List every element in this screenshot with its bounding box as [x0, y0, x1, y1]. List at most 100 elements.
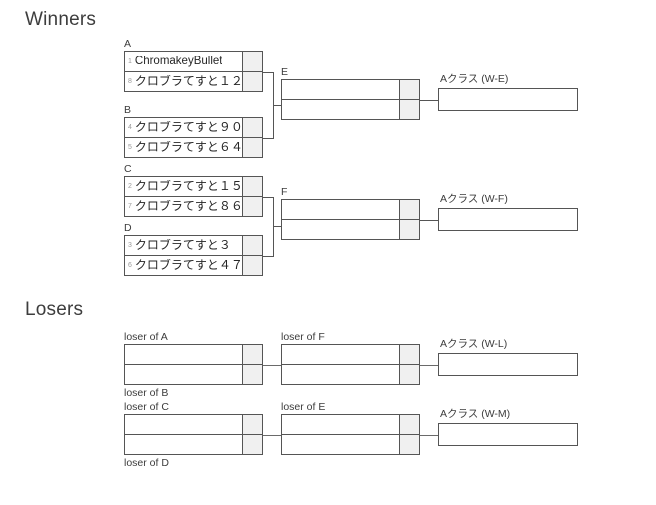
player-name: クロブラてすと８６	[134, 200, 242, 213]
match-e-slot-2-score[interactable]	[399, 99, 419, 119]
seed-number: 3	[128, 241, 132, 249]
match-b-slot-2[interactable]: 5 クロブラてすと６４	[125, 137, 262, 158]
losers-match-2-slot-2-score[interactable]	[242, 434, 262, 454]
player-name: ChromakeyBullet	[134, 55, 223, 67]
match-a-slot-1[interactable]: 1 ChromakeyBullet	[125, 52, 262, 72]
seed-number: 6	[128, 261, 132, 269]
losers-match-2-slot-2-name-cell	[125, 435, 242, 455]
losers-label-loser-of-d: loser of D	[124, 457, 169, 469]
match-a-slot-2-score[interactable]	[242, 71, 262, 91]
losers-match-1-slot-1-name-cell	[125, 345, 242, 364]
match-e-slot-1-name-cell	[282, 80, 399, 99]
match-e[interactable]	[281, 79, 420, 120]
connector-f-to-final	[420, 219, 438, 221]
final-box-w-f[interactable]	[438, 208, 578, 231]
final-box-w-m[interactable]	[438, 423, 578, 446]
losers-match-3-slot-1-score[interactable]	[399, 345, 419, 364]
player-name: クロブラてすと１２	[134, 75, 242, 88]
losers-match-4-slot-2[interactable]	[282, 434, 419, 454]
match-b-slot-2-name-cell: 5 クロブラてすと６４	[125, 138, 242, 158]
match-e-slot-2[interactable]	[282, 99, 419, 120]
match-a-slot-1-score[interactable]	[242, 52, 262, 71]
match-d-slot-2-name-cell: 6 クロブラてすと４７	[125, 256, 242, 276]
losers-match-4-slot-2-score[interactable]	[399, 434, 419, 454]
match-a[interactable]: 1 ChromakeyBullet 8 クロブラてすと１２	[124, 51, 263, 92]
match-c-slot-2[interactable]: 7 クロブラてすと８６	[125, 196, 262, 217]
bracket-label-f: F	[281, 186, 288, 198]
match-a-slot-2-name-cell: 8 クロブラてすと１２	[125, 72, 242, 92]
losers-match-3-slot-2[interactable]	[282, 364, 419, 385]
seed-number: 2	[128, 182, 132, 190]
losers-connector-1	[263, 364, 281, 366]
match-c-slot-1[interactable]: 2 クロブラてすと１５	[125, 177, 262, 197]
losers-match-4-slot-1-name-cell	[282, 415, 399, 434]
losers-label-loser-of-c: loser of C	[124, 401, 169, 413]
losers-match-1-slot-1[interactable]	[125, 345, 262, 365]
match-d-slot-2[interactable]: 6 クロブラてすと４７	[125, 255, 262, 276]
match-f[interactable]	[281, 199, 420, 240]
match-b[interactable]: 4 クロブラてすと９０ 5 クロブラてすと６４	[124, 117, 263, 158]
final-label-w-e: Aクラス (W-E)	[440, 73, 509, 85]
losers-match-4[interactable]	[281, 414, 420, 455]
player-name: クロブラてすと４７	[134, 259, 242, 272]
match-f-slot-2-score[interactable]	[399, 219, 419, 239]
losers-match-3-slot-2-score[interactable]	[399, 364, 419, 384]
match-a-slot-2[interactable]: 8 クロブラてすと１２	[125, 71, 262, 92]
losers-match-4-slot-1[interactable]	[282, 415, 419, 435]
seed-number: 5	[128, 143, 132, 151]
losers-match-3[interactable]	[281, 344, 420, 385]
match-d-slot-1-score[interactable]	[242, 236, 262, 255]
final-label-w-m: Aクラス (W-M)	[440, 408, 511, 420]
losers-match-2-slot-2[interactable]	[125, 434, 262, 455]
match-b-slot-2-score[interactable]	[242, 137, 262, 157]
losers-match-3-slot-2-name-cell	[282, 365, 399, 385]
match-c[interactable]: 2 クロブラてすと１５ 7 クロブラてすと８６	[124, 176, 263, 217]
match-f-slot-2[interactable]	[282, 219, 419, 239]
bracket-label-e: E	[281, 66, 289, 78]
losers-label-loser-of-e: loser of E	[281, 401, 326, 413]
connector-c-out	[263, 196, 274, 198]
match-b-slot-1[interactable]: 4 クロブラてすと９０	[125, 118, 262, 138]
connector-b-out	[263, 137, 274, 139]
losers-match-4-slot-1-score[interactable]	[399, 415, 419, 434]
player-name: クロブラてすと１５	[134, 180, 242, 193]
final-box-w-f-name-cell	[439, 209, 577, 230]
seed-number: 7	[128, 202, 132, 210]
losers-match-1-slot-1-score[interactable]	[242, 345, 262, 364]
match-d-slot-1-name-cell: 3 クロブラてすと３	[125, 236, 242, 255]
losers-label-loser-of-b: loser of B	[124, 387, 169, 399]
match-f-slot-1-score[interactable]	[399, 200, 419, 219]
match-c-slot-2-name-cell: 7 クロブラてすと８６	[125, 197, 242, 217]
seed-number: 4	[128, 123, 132, 131]
losers-connector-4	[420, 434, 438, 436]
losers-match-3-slot-1[interactable]	[282, 345, 419, 365]
connector-f-in	[273, 225, 283, 227]
match-e-slot-1[interactable]	[282, 80, 419, 100]
losers-match-2[interactable]	[124, 414, 263, 455]
match-b-slot-1-name-cell: 4 クロブラてすと９０	[125, 118, 242, 137]
final-box-w-e[interactable]	[438, 88, 578, 111]
match-d[interactable]: 3 クロブラてすと３ 6 クロブラてすと４７	[124, 235, 263, 276]
losers-match-1-slot-2-score[interactable]	[242, 364, 262, 384]
connector-a-out	[263, 71, 274, 73]
losers-match-1-slot-2[interactable]	[125, 364, 262, 384]
match-e-slot-1-score[interactable]	[399, 80, 419, 99]
match-c-slot-1-score[interactable]	[242, 177, 262, 196]
match-b-slot-1-score[interactable]	[242, 118, 262, 137]
match-c-slot-1-name-cell: 2 クロブラてすと１５	[125, 177, 242, 196]
final-box-w-m-name-cell	[439, 424, 577, 445]
final-label-w-f: Aクラス (W-F)	[440, 193, 508, 205]
losers-match-1[interactable]	[124, 344, 263, 385]
losers-match-2-slot-1[interactable]	[125, 415, 262, 435]
losers-match-2-slot-1-score[interactable]	[242, 415, 262, 434]
match-f-slot-1[interactable]	[282, 200, 419, 220]
seed-number: 1	[128, 57, 132, 65]
match-e-slot-2-name-cell	[282, 100, 399, 120]
match-f-slot-1-name-cell	[282, 200, 399, 219]
losers-connector-3	[420, 364, 438, 366]
match-d-slot-1[interactable]: 3 クロブラてすと３	[125, 236, 262, 256]
final-box-w-l[interactable]	[438, 353, 578, 376]
final-box-w-l-name-cell	[439, 354, 577, 375]
match-c-slot-2-score[interactable]	[242, 196, 262, 216]
match-d-slot-2-score[interactable]	[242, 255, 262, 275]
